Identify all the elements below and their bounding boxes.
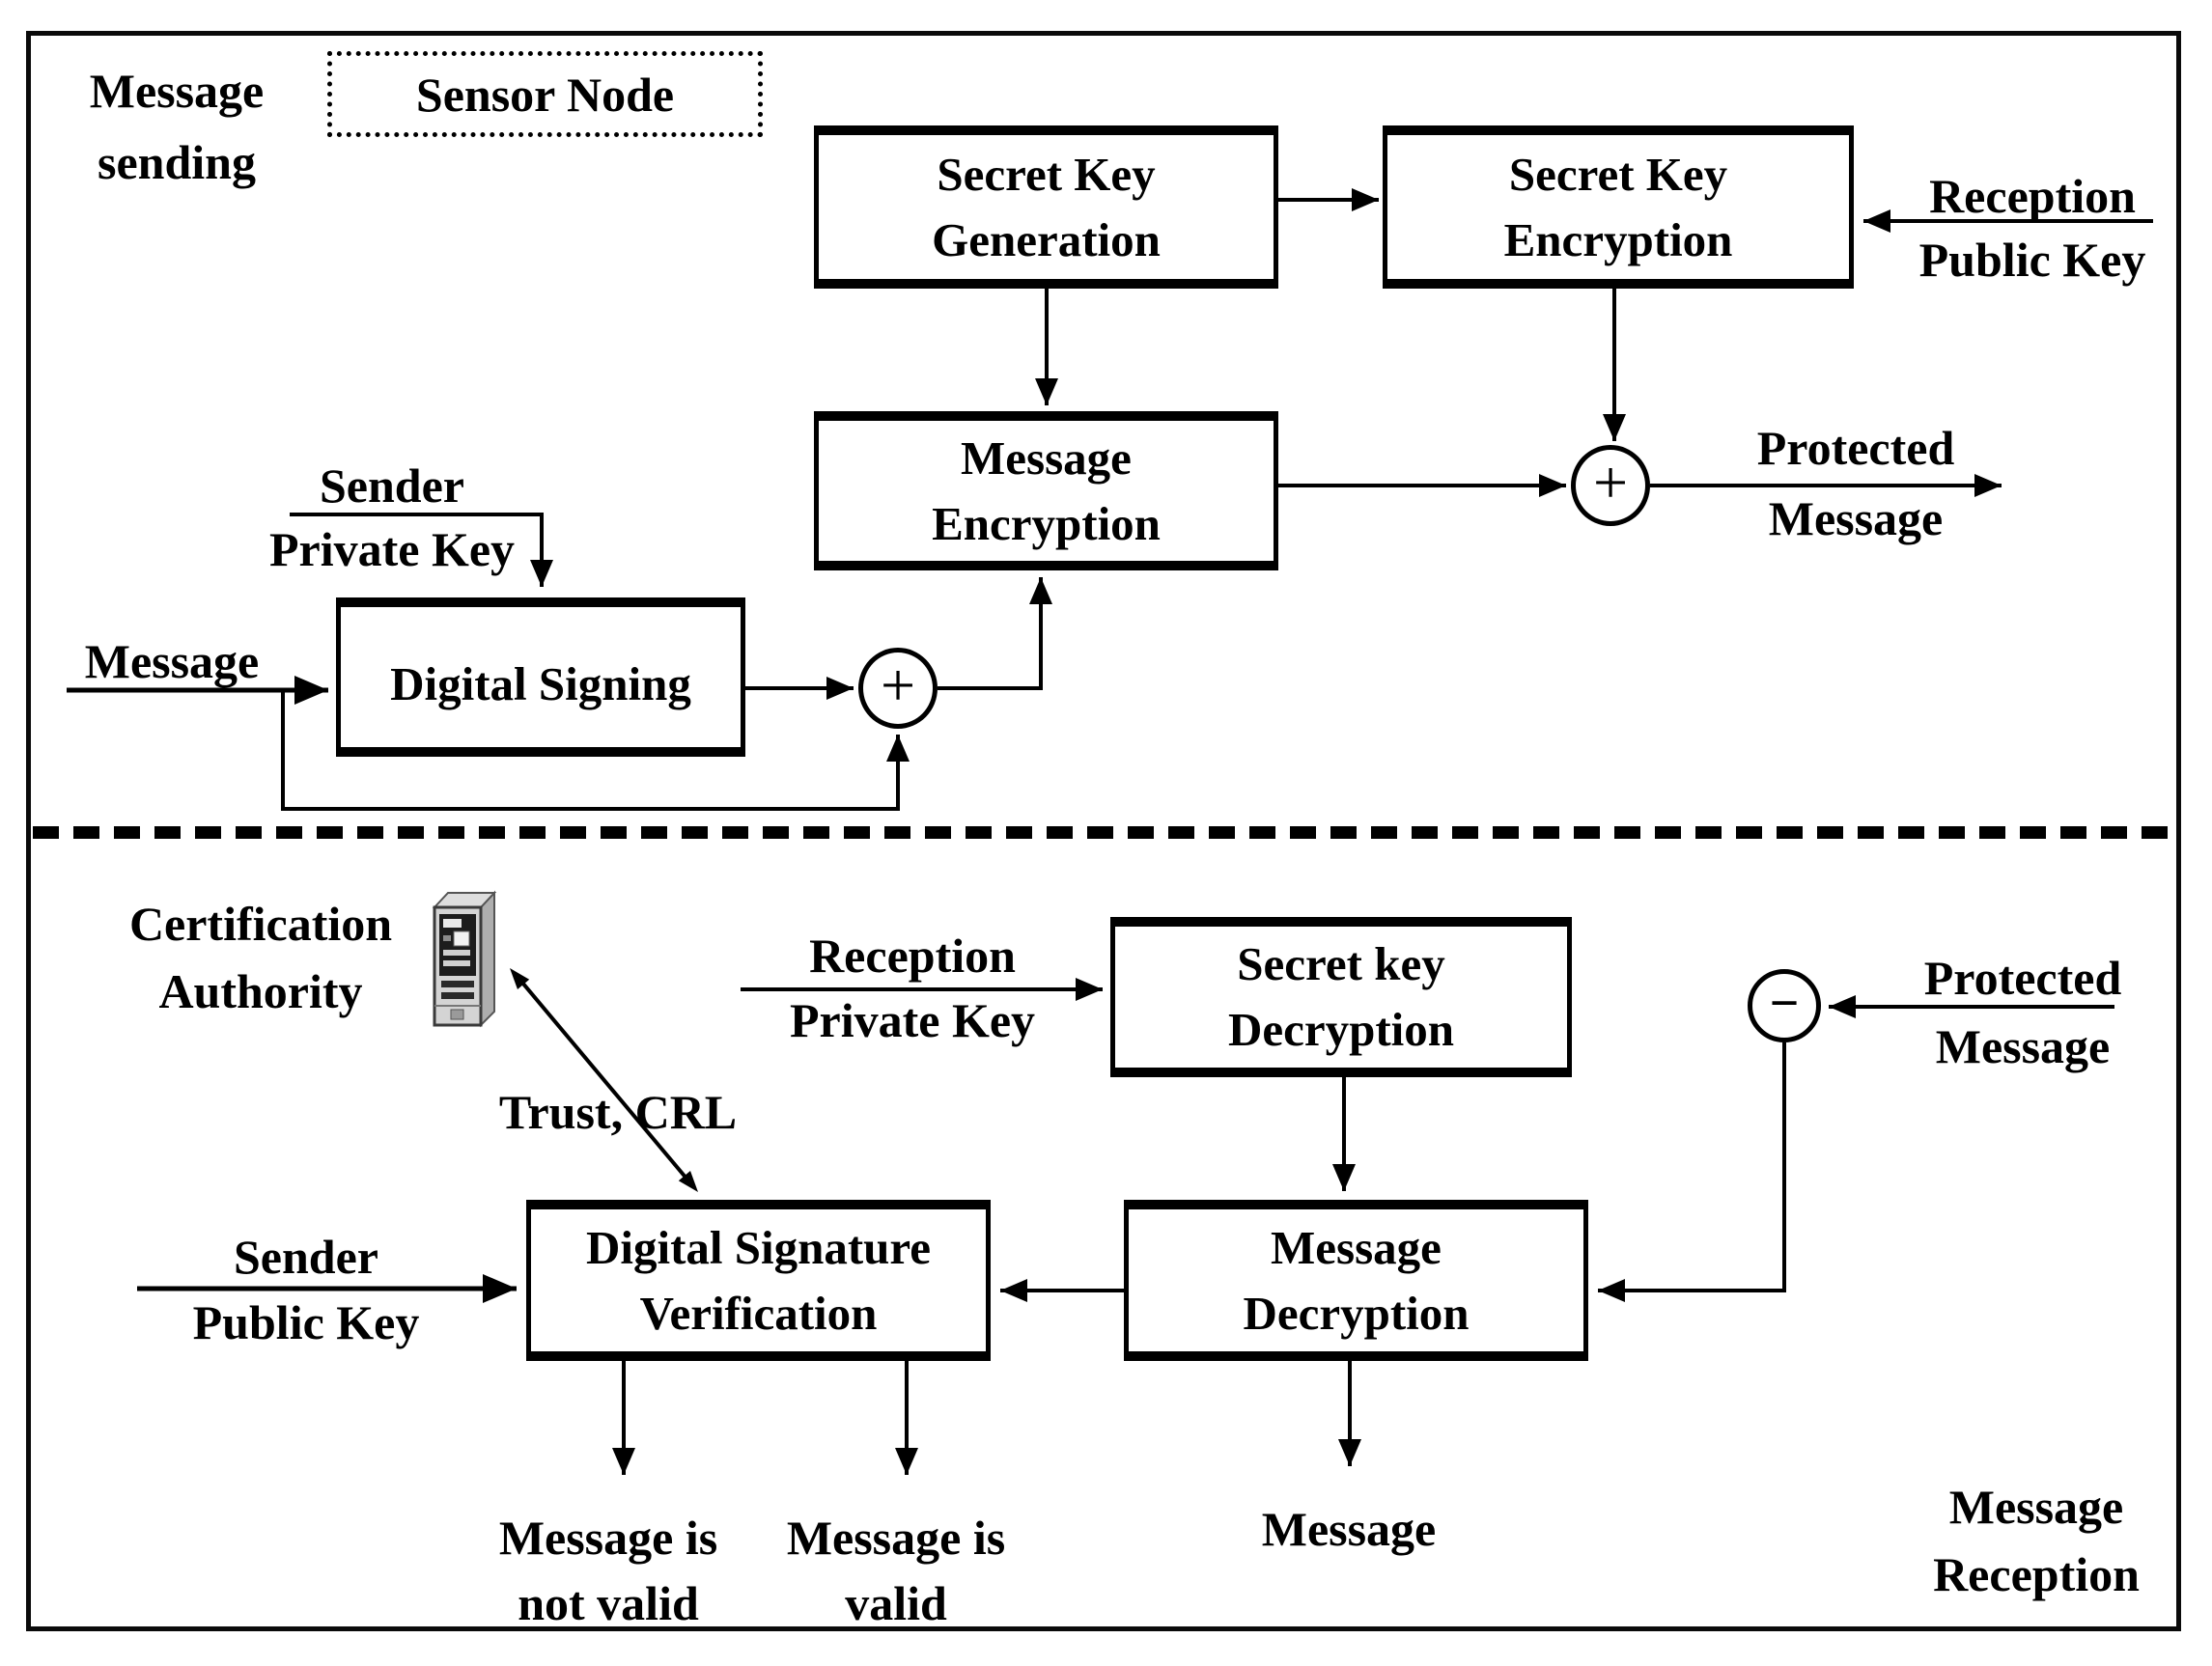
- message-input-label: Message: [84, 634, 260, 688]
- minus-operator-icon: −: [1769, 974, 1800, 1032]
- combiner-circle-plus-signing: +: [858, 648, 938, 729]
- box-label: Secret Key: [1508, 147, 1728, 201]
- sensor-node-dotted-box: Sensor Node: [327, 51, 763, 137]
- section-divider-dashed-line: [33, 826, 2178, 839]
- sender-public-key-label: Sender Public Key: [192, 1230, 420, 1349]
- reception-private-key-label: Reception Private Key: [789, 929, 1036, 1047]
- box-label: Decryption: [1227, 1003, 1455, 1056]
- reception-public-key-label: Reception Public Key: [1918, 169, 2146, 287]
- box-secret-key-encryption: Secret Key Encryption: [1383, 125, 1854, 289]
- box-secret-key-generation: Secret Key Generation: [814, 125, 1278, 289]
- box-digital-signing: Digital Signing: [336, 597, 745, 757]
- box-label: Digital Signature: [585, 1220, 932, 1274]
- plus-operator-icon: +: [1592, 448, 1629, 516]
- box-label: Encryption: [932, 496, 1161, 550]
- protected-message-input-label: Protected Message: [1923, 951, 2122, 1073]
- plus-operator-icon: +: [880, 651, 916, 719]
- box-label: Generation: [932, 212, 1161, 266]
- box-label: Message: [961, 430, 1132, 485]
- trust-crl-label: Trust, CRL: [498, 1085, 738, 1139]
- sender-private-key-label: Sender Private Key: [268, 458, 516, 576]
- box-label: Decryption: [1243, 1286, 1470, 1340]
- box-label: Verification: [639, 1286, 878, 1340]
- splitter-circle-minus: −: [1748, 969, 1821, 1042]
- sensor-node-label: Sensor Node: [415, 67, 675, 122]
- box-label: Digital Signing: [390, 656, 691, 710]
- box-label: Secret Key: [937, 147, 1156, 201]
- box-secret-key-decryption: Secret key Decryption: [1110, 917, 1572, 1077]
- box-label: Encryption: [1503, 212, 1733, 266]
- box-label: Secret key: [1237, 937, 1445, 990]
- message-output-label: Message: [1261, 1502, 1437, 1556]
- section-label-message-sending: Message sending: [89, 64, 265, 189]
- message-valid-label: Message is valid: [786, 1511, 1006, 1630]
- protected-message-output-label: Protected Message: [1756, 421, 1955, 545]
- certification-authority-label: Certification Authority: [128, 897, 393, 1018]
- box-message-decryption: Message Decryption: [1124, 1200, 1588, 1361]
- section-label-message-reception: Message Reception: [1933, 1480, 2140, 1601]
- box-digital-signature-verification: Digital Signature Verification: [526, 1200, 991, 1361]
- message-not-valid-label: Message is not valid: [498, 1511, 718, 1630]
- combiner-circle-plus-top: +: [1571, 445, 1650, 526]
- box-label: Message: [1271, 1220, 1442, 1274]
- box-message-encryption: Message Encryption: [814, 411, 1278, 570]
